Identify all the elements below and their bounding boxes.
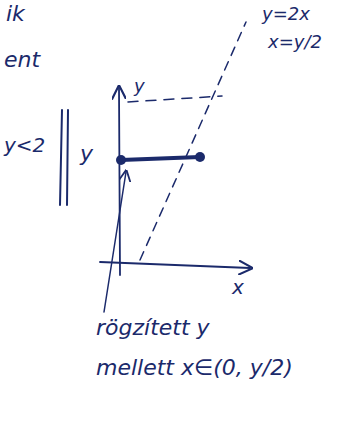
segment — [121, 157, 200, 160]
annotation: mellett x∈(0, y/2) — [96, 356, 293, 380]
x-axis — [100, 262, 250, 268]
line-equation: y=2x — [262, 4, 310, 24]
line-equation: x=y/2 — [268, 32, 322, 52]
annotation: rögzített y — [96, 316, 210, 340]
y-axis — [119, 88, 120, 275]
axis-label: x — [232, 276, 244, 298]
double-bar — [67, 110, 68, 205]
dashed-line — [140, 22, 246, 260]
range-label: y<2 — [4, 134, 45, 156]
dashed-line — [128, 96, 222, 102]
double-bar — [60, 110, 62, 205]
endpoint-dot — [116, 155, 126, 165]
axis-label: y — [134, 76, 145, 96]
heading-fragment: ent — [4, 48, 40, 72]
variable-label: y — [80, 142, 93, 166]
heading-fragment: ik — [6, 2, 25, 26]
endpoint-dot — [195, 152, 205, 162]
leader-arrow — [104, 172, 126, 312]
